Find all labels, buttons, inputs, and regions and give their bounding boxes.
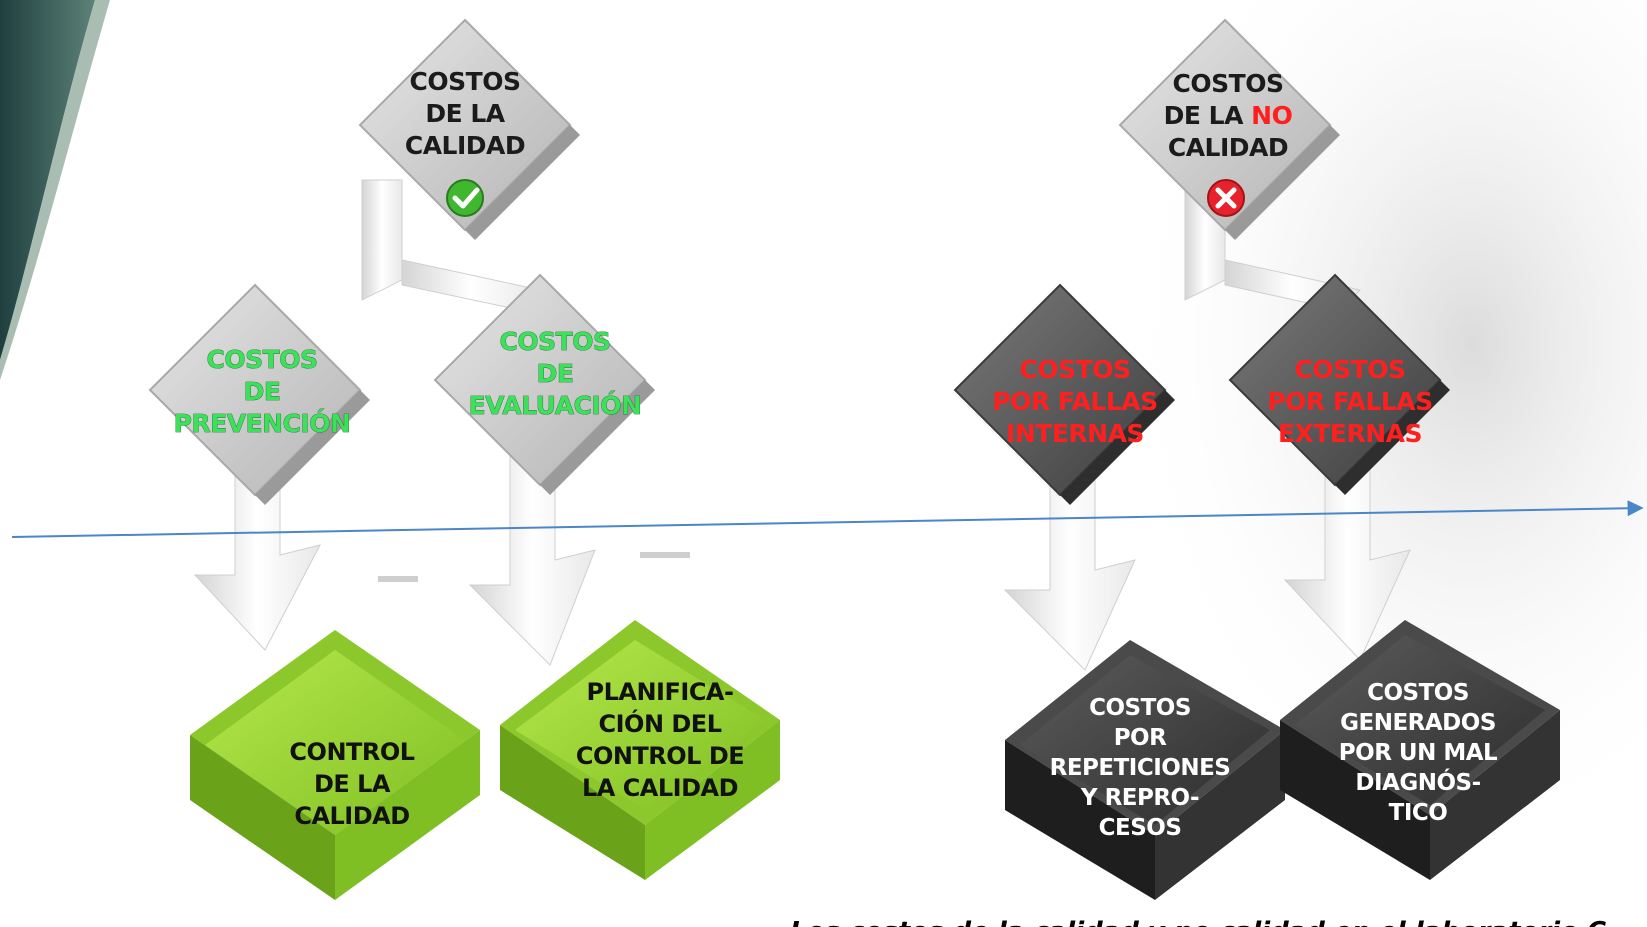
node-planificacion-line1: PLANIFICA- (587, 678, 734, 706)
node-costos-de-la-calidad: COSTOS DE LA CALIDAD (358, 18, 580, 240)
node-planificacion-line4: LA CALIDAD (582, 774, 738, 802)
node-control-line2: DE LA (314, 770, 391, 798)
node-evaluacion-line1: COSTOS (500, 327, 611, 356)
red-x-icon (1207, 179, 1245, 217)
node-diagnostico-line4: DIAGNÓS- (1355, 768, 1480, 796)
node-evaluacion-line3: EVALUACIÓN (469, 390, 642, 420)
node-diagnostico-line5: TICO (1389, 800, 1448, 826)
node-repeticiones-line3: REPETICIONES (1050, 755, 1231, 781)
green-check-icon (446, 179, 484, 217)
left-edge-decoration (0, 0, 110, 380)
node-prevencion-line3: PREVENCIÓN (174, 408, 351, 438)
node-control-line3: CALIDAD (294, 802, 409, 830)
node-top-right-line3: CALIDAD (1168, 133, 1288, 162)
node-costos-de-evaluacion: COSTOS DE EVALUACIÓN (433, 273, 655, 495)
node-repeticiones-line1: COSTOS (1089, 695, 1191, 721)
node-repeticiones-line2: POR (1114, 725, 1167, 751)
arrow-top-to-prevencion (361, 179, 403, 301)
node-evaluacion-line2: DE (537, 359, 574, 388)
node-internas-line3: INTERNAS (1006, 419, 1144, 448)
node-top-left-line2: DE LA (425, 99, 505, 128)
node-externas-line2: POR FALLAS (1267, 387, 1432, 416)
node-top-right-line1: COSTOS (1173, 69, 1284, 98)
horizontal-arrow-line (11, 500, 1644, 538)
node-costos-por-fallas-internas: COSTOS POR FALLAS INTERNAS (953, 283, 1175, 505)
node-control-de-la-calidad: CONTROL DE LA CALIDAD (190, 630, 480, 900)
node-costos-de-la-no-calidad: COSTOS DE LA NO CALIDAD (1118, 18, 1340, 240)
arrow-dash-right (640, 552, 690, 558)
node-costos-por-mal-diagnostico: COSTOS GENERADOS POR UN MAL DIAGNÓS- TIC… (1280, 620, 1560, 880)
node-costos-de-prevencion: COSTOS DE PREVENCIÓN (148, 283, 370, 505)
node-externas-line3: EXTERNAS (1278, 419, 1422, 448)
bottom-caption: Los costos de la calidad y no calidad en… (790, 917, 1606, 927)
node-internas-line1: COSTOS (1020, 355, 1131, 384)
node-externas-line1: COSTOS (1295, 355, 1406, 384)
arrow-dash-left (378, 576, 418, 582)
node-top-right-no-highlight: NO (1251, 101, 1292, 130)
node-top-left-line1: COSTOS (410, 67, 521, 96)
node-planificacion-line3: CONTROL DE (576, 742, 744, 770)
node-internas-line2: POR FALLAS (992, 387, 1157, 416)
node-diagnostico-line3: POR UN MAL (1339, 740, 1498, 766)
node-planificacion-line2: CIÓN DEL (599, 708, 722, 738)
node-diagnostico-line1: COSTOS (1367, 680, 1469, 706)
node-costos-por-repeticiones: COSTOS POR REPETICIONES Y REPRO- CESOS (1005, 640, 1285, 900)
left-arrows (193, 179, 690, 666)
node-top-right-line2-prefix: DE LA (1164, 101, 1252, 130)
node-prevencion-line1: COSTOS (207, 345, 318, 374)
node-repeticiones-line5: CESOS (1099, 815, 1182, 841)
node-costos-por-fallas-externas: COSTOS POR FALLAS EXTERNAS (1228, 273, 1450, 495)
node-planificacion-del-control: PLANIFICA- CIÓN DEL CONTROL DE LA CALIDA… (500, 620, 780, 880)
node-diagnostico-line2: GENERADOS (1340, 710, 1496, 736)
node-top-right-line2: DE LA NO (1164, 101, 1293, 130)
node-top-left-line3: CALIDAD (405, 131, 525, 160)
node-prevencion-line2: DE (244, 377, 281, 406)
node-control-line1: CONTROL (289, 738, 414, 766)
node-repeticiones-line4: Y REPRO- (1080, 785, 1199, 811)
